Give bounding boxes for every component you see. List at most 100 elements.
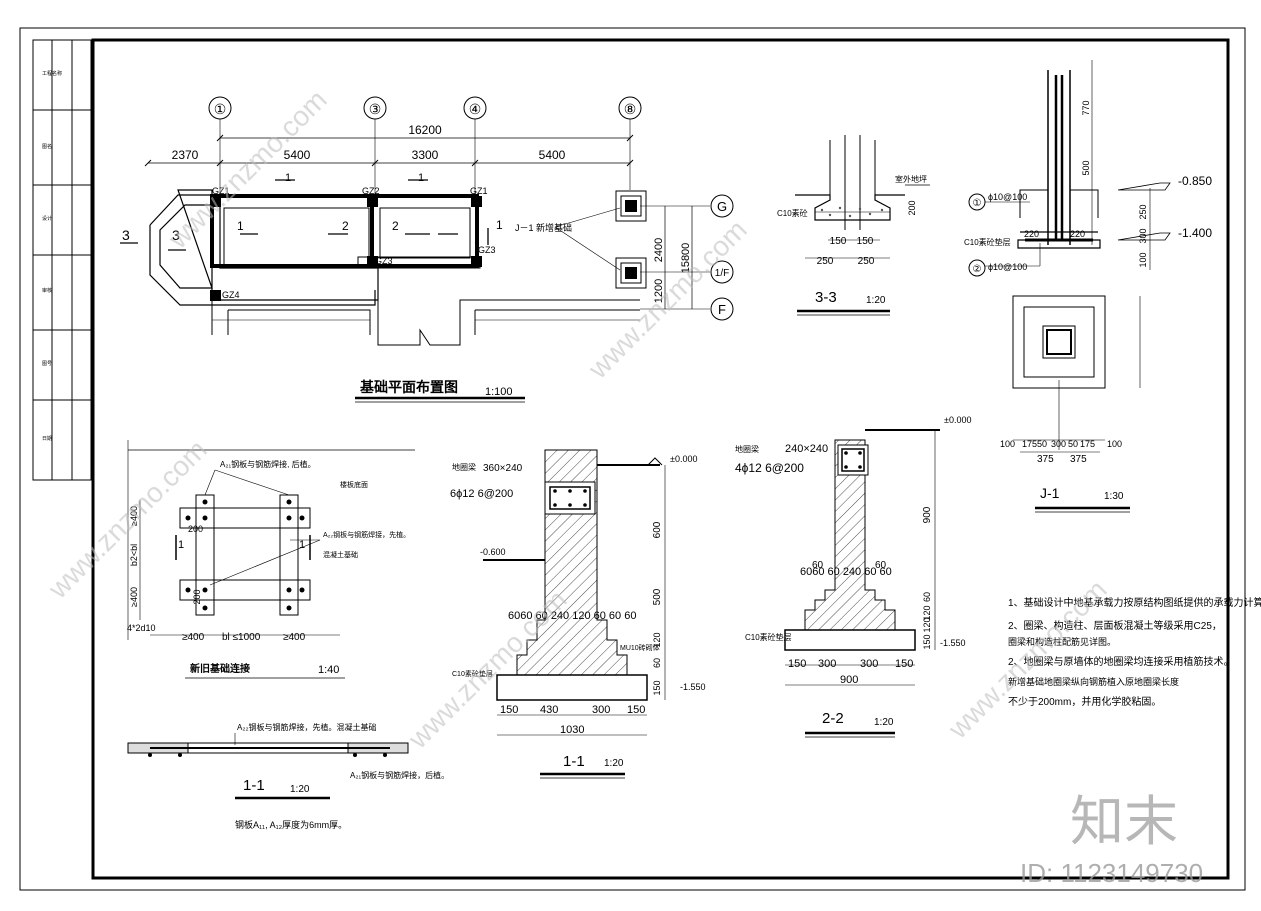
sec33-scale: 1:20 [866, 295, 886, 306]
sec11-c10: C10素砼垫层 [452, 669, 493, 678]
dim-total: 16200 [408, 123, 442, 137]
sec11-bdim-3: 150 [627, 704, 645, 716]
j1-plan-label: J－1 新增基础 [515, 222, 572, 233]
sec22-title: 2-2 [822, 710, 844, 727]
col-label-5: GZ4 [222, 290, 240, 300]
sec11a-scale: 1:20 [290, 784, 310, 795]
cut-label-1: 1 [418, 172, 424, 184]
sec11-elev-0: ±0.000 [670, 454, 697, 464]
sec22-scale: 1:20 [874, 717, 894, 728]
sec33-dim-4: 200 [907, 200, 917, 215]
tb-row-4: 图号 [42, 361, 52, 367]
detail-title: 新旧基础连接 [190, 662, 250, 675]
note-3: 2、地圈梁与原墙体的地圈梁均连接采用植筋技术。 [1008, 655, 1234, 668]
j1-bar1: ϕ10@100 [988, 192, 1027, 202]
cut-label-5: 1 [496, 218, 503, 232]
detail-dim-6: ≥400 [182, 632, 205, 643]
j1-pd-0: 100 [1000, 439, 1015, 449]
sec11a-footer: 钢板A₁₁, A₁₂厚度为6mm厚。 [235, 819, 347, 830]
section-1-1-wall: ±0.000 -0.600 -1.550 地圈梁 360×240 6ϕ12 6@… [450, 449, 706, 779]
sec22-elev-1: -1.550 [940, 638, 966, 648]
sec22-steps: 6060 60 240 60 60 [800, 566, 892, 578]
j1-ps-1: 375 [1070, 454, 1087, 465]
plan-title: 基础平面布置图 [360, 379, 458, 395]
j1-vdim-4: 100 [1138, 252, 1148, 267]
dim-span-3: 5400 [539, 148, 566, 162]
section-1-1-detail: A₂₂钢板与钢筋焊接，先植。混凝土基础 A₂₁钢板与钢筋焊接，后植。 1-1 1… [127, 722, 449, 830]
sec22-bdim-0: 150 [788, 658, 806, 670]
detail-top-note: A₂₁钢板与钢筋焊接, 后植。 [220, 459, 316, 469]
detail-dim-7: bl ≤1000 [222, 632, 261, 643]
sec22-vdim-4: 150 [922, 634, 932, 649]
sec11-steps: 6060 60 240 120 60 60 60 [508, 610, 636, 622]
sec11-bottom: 1030 [560, 724, 584, 736]
j1-hdim-1: 220 [1070, 229, 1085, 239]
col-label-2: GZ1 [470, 186, 488, 196]
sec11-vdim-4: 150 [652, 680, 662, 695]
sec22-vdim-3: 120 [922, 617, 932, 632]
watermark-brand: 知末 [1070, 792, 1178, 852]
outer-frame [19, 27, 1246, 891]
j1-c10: C10素砼垫层 [964, 237, 1011, 247]
sec11-title: 1-1 [563, 753, 585, 770]
col-label-0: GZ1 [212, 186, 230, 196]
detail-board: 楼板底面 [340, 480, 368, 489]
footing-j1: 220 220 770 500 250 300 100 -0.850 -1.40… [964, 60, 1212, 513]
j1-vdim-2: 250 [1138, 204, 1148, 219]
sec22-bottom: 900 [840, 674, 858, 686]
axis-label-4: ④ [469, 101, 482, 117]
grid-axis-3: ③ [363, 96, 387, 200]
grid-axis-8: ⑧ [618, 96, 642, 190]
tb-row-2: 设计 [42, 215, 52, 222]
sec33-dim-3: 250 [858, 256, 875, 267]
sec11-bdim-0: 150 [500, 704, 518, 716]
sec22-steps-top: 60 [812, 560, 824, 571]
watermark-id: ID: 1123149730 [1020, 858, 1203, 888]
detail-cut-0: 1 [178, 539, 184, 551]
detail-dim-3: ≥400 [129, 587, 139, 607]
j1-callout-1: ② [973, 264, 982, 275]
sec11-vdim-0: 600 [652, 521, 663, 538]
sec22-vdim-2: 120 [922, 605, 932, 620]
j1-title: J-1 [1040, 485, 1060, 501]
axis-label-3: ③ [369, 101, 382, 117]
j1-vdim-1: 500 [1081, 160, 1091, 175]
sec22-steps-top-r: 60 [875, 560, 887, 571]
sec11-elev-2: -1.550 [680, 682, 706, 692]
sec22-c10: C10素砼垫层 [745, 632, 792, 642]
j1-pd-2: 50 [1037, 439, 1047, 449]
cut-label-3: 2 [392, 219, 399, 233]
sec22-bdim-1: 300 [818, 658, 836, 670]
axis-label-G: G [717, 199, 727, 214]
tb-row-0: 工程名称 [42, 70, 62, 77]
detail-cut-1: 1 [299, 539, 305, 551]
dim-span-2: 3300 [412, 148, 439, 162]
detail-dim-4: 200 [192, 589, 202, 604]
sec11a-note-bot: A₂₁钢板与钢筋焊接，后植。 [350, 770, 449, 780]
sec33-dim-2: 250 [817, 256, 834, 267]
sec33-title: 3-3 [815, 289, 837, 306]
foundation-plan: ① ③ ④ ⑧ 16200 2370 5400 3300 5400 [120, 96, 734, 403]
plan-scale: 1:100 [485, 386, 513, 398]
detail-scale: 1:40 [318, 664, 339, 676]
col-label-4: GZ3 [478, 245, 496, 255]
title-block: 工程名称 图名 设计 审核 图号 日期 [32, 39, 92, 481]
sec11-vdim-2: 120 [652, 632, 662, 647]
sec33-dim-1: 150 [857, 236, 874, 247]
sec11-bars: 6ϕ12 6@200 [450, 488, 513, 500]
j1-pd-6: 100 [1107, 439, 1122, 449]
j1-pd-1: 175 [1022, 439, 1037, 449]
inner-frame [91, 38, 1230, 880]
detail-right-note2: 混凝土基础 [323, 550, 358, 559]
j1-callout-0: ① [973, 198, 982, 209]
sec11-bdim-2: 300 [592, 704, 610, 716]
watermark-site-0: www.znzmo.com [162, 84, 333, 255]
sec11a-title: 1-1 [243, 777, 265, 794]
sec11a-note-top: A₂₂钢板与钢筋焊接，先植。混凝土基础 [237, 722, 377, 732]
axis-label-F: F [718, 302, 726, 317]
section-2-2: ±0.000 -1.550 地圈梁 240×240 4ϕ12 6@200 900… [735, 415, 971, 738]
cut-label-6: 3 [122, 227, 130, 243]
section-3-3: 室外地坪 C10素砼 150 150 250 250 200 3-3 1:20 [777, 135, 930, 316]
sec22-bdim-2: 300 [860, 658, 878, 670]
